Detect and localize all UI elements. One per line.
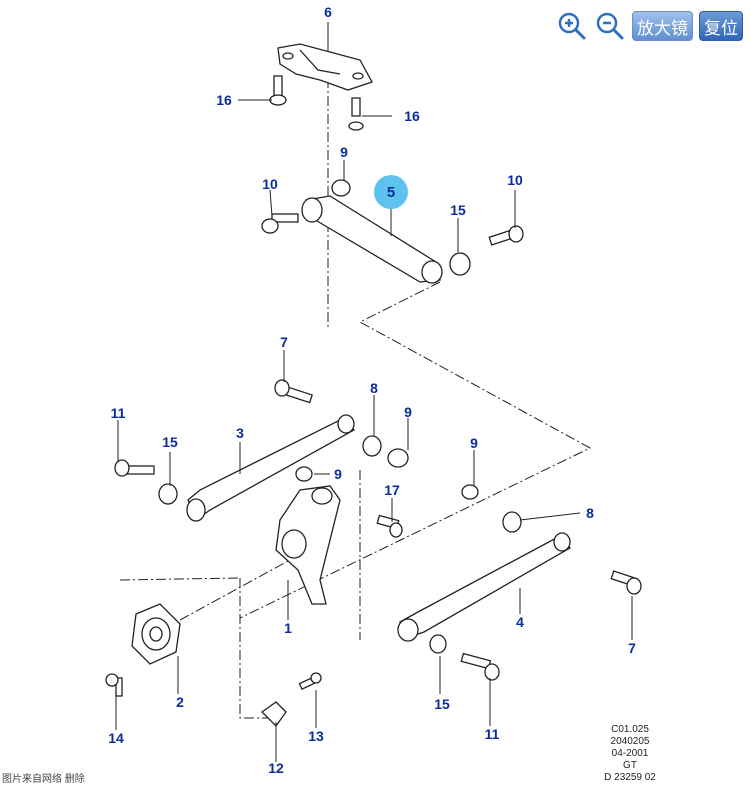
callout-9: 9 <box>404 404 412 420</box>
callout-13: 13 <box>308 728 324 744</box>
zoom-toolbar: 放大镜 复位 <box>556 10 743 42</box>
control-arm-part-4 <box>397 532 571 642</box>
callout-8: 8 <box>586 505 594 521</box>
washer-part-15a <box>449 252 471 276</box>
callout-12: 12 <box>268 760 284 776</box>
callout-1: 1 <box>284 620 292 636</box>
bolt-part-7b <box>610 570 642 595</box>
washer-part-15c <box>429 634 447 654</box>
guide-lines <box>119 60 592 719</box>
hub-part-2 <box>131 603 181 665</box>
callout-10: 10 <box>262 176 278 192</box>
control-arm-part-5 <box>301 195 443 284</box>
callout-11: 11 <box>110 405 126 421</box>
callout-9: 9 <box>334 466 342 482</box>
callout-2: 2 <box>176 694 184 710</box>
bolt-part-10b <box>488 225 524 246</box>
callout-15: 15 <box>162 434 178 450</box>
callout-9: 9 <box>340 144 348 160</box>
bolt-part-11a <box>114 459 155 477</box>
drawing-code-block: C01.025 2040205 04-2001 GT D 23259 02 <box>598 724 662 784</box>
bolt-part-14 <box>105 673 123 697</box>
drawing-code-line: D 23259 02 <box>604 772 656 783</box>
bolt-part-10a <box>261 213 299 234</box>
bolt-part-11b <box>460 652 500 681</box>
callout-4: 4 <box>516 614 524 630</box>
callout-15: 15 <box>434 696 450 712</box>
callout-16: 16 <box>404 108 420 124</box>
drawing-code-line: 04-2001 <box>611 748 649 759</box>
nut-part-9d <box>461 484 479 500</box>
callout-7: 7 <box>280 334 288 350</box>
bolt-part-17 <box>376 514 403 538</box>
magnifier-button[interactable]: 放大镜 <box>632 11 693 41</box>
nut-part-9c <box>295 466 313 482</box>
nut-part-9a <box>331 179 351 197</box>
image-credit-note: 图片来自网络 删除 <box>2 774 85 785</box>
callout-5[interactable]: 5 <box>374 175 408 209</box>
drawing-code-line: 2040205 <box>610 736 650 747</box>
callout-16: 16 <box>216 92 232 108</box>
leader-lines <box>115 22 633 762</box>
reset-button[interactable]: 复位 <box>699 11 743 41</box>
drawing-code-line: GT <box>623 760 637 771</box>
control-arm-part-3 <box>186 414 356 522</box>
drawing-code-line: C01.025 <box>611 724 649 735</box>
bolt-part-7a <box>274 379 313 404</box>
knuckle-part-1 <box>275 485 341 605</box>
zoom-out-icon[interactable] <box>594 10 626 42</box>
callout-15: 15 <box>450 202 466 218</box>
callout-10: 10 <box>507 172 523 188</box>
bolt-part-13 <box>298 672 322 690</box>
washer-part-8a <box>362 435 382 457</box>
callout-7: 7 <box>628 640 636 656</box>
callout-3: 3 <box>236 425 244 441</box>
washer-part-15b <box>158 483 178 505</box>
callout-6: 6 <box>324 4 332 20</box>
nut-part-9b <box>387 448 409 468</box>
bracket-part-6 <box>277 43 373 91</box>
washer-part-8b <box>502 511 522 533</box>
bolt-part-16a <box>269 75 287 106</box>
clip-part-12 <box>260 701 287 728</box>
callout-14: 14 <box>108 730 124 746</box>
callout-9: 9 <box>470 435 478 451</box>
callout-17: 17 <box>384 482 400 498</box>
bolt-part-16b <box>348 97 364 131</box>
callout-11: 11 <box>484 726 500 742</box>
callout-8: 8 <box>370 380 378 396</box>
zoom-in-icon[interactable] <box>556 10 588 42</box>
